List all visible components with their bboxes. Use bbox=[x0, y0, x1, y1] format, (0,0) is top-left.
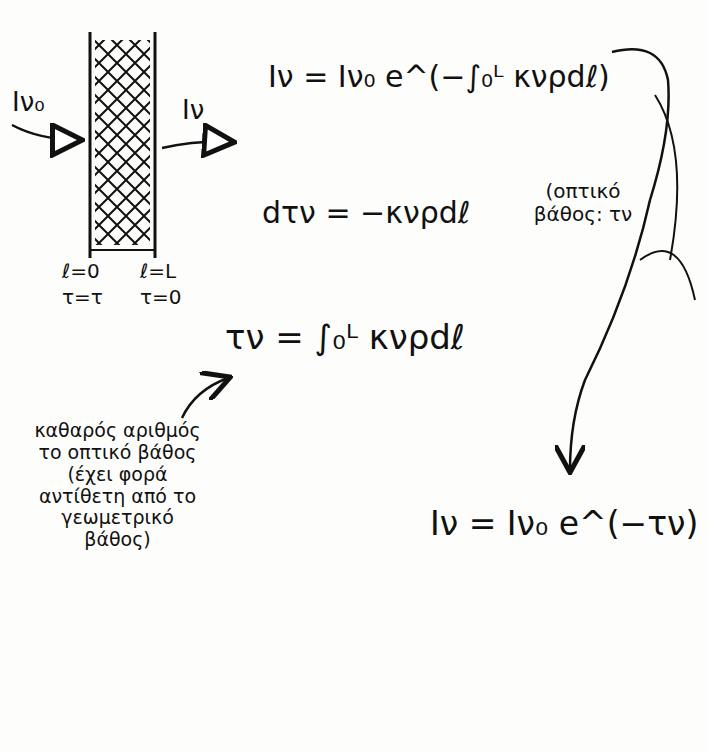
optical-depth-equation: τν = ∫₀ᴸ κνρdℓ bbox=[225, 318, 465, 357]
intensity-out: Iν bbox=[182, 96, 204, 126]
slab-base bbox=[90, 249, 155, 251]
derivation-arrow bbox=[570, 49, 669, 470]
attenuation-equation: Iν = Iν₀ e^(−∫₀ᴸ κνρdℓ) bbox=[268, 60, 610, 95]
intensity-in: Iν₀ bbox=[12, 88, 45, 118]
position-label: ℓ=0 bbox=[62, 260, 100, 283]
result-equation: Iν = Iν₀ e^(−τν) bbox=[430, 505, 698, 543]
position-label: ℓ=L bbox=[140, 260, 176, 283]
slab-left-wall bbox=[89, 32, 92, 258]
depth-label: τ=0 bbox=[140, 286, 182, 309]
incoming-beam-arrow bbox=[12, 125, 80, 140]
side-note: (οπτικό βάθος: τν bbox=[528, 180, 638, 226]
slab-right-wall bbox=[154, 32, 157, 258]
note-arrow bbox=[182, 378, 228, 418]
differential-equation: dτν = −κνρdℓ bbox=[262, 196, 470, 231]
scribble-bracket bbox=[640, 95, 695, 300]
outgoing-beam-arrow bbox=[162, 142, 232, 148]
depth-label: τ=τ bbox=[62, 286, 103, 309]
absorbing-slab bbox=[95, 40, 150, 245]
margin-note: καθαρός αριθμός το οπτικό βάθος (έχει φο… bbox=[30, 420, 205, 551]
